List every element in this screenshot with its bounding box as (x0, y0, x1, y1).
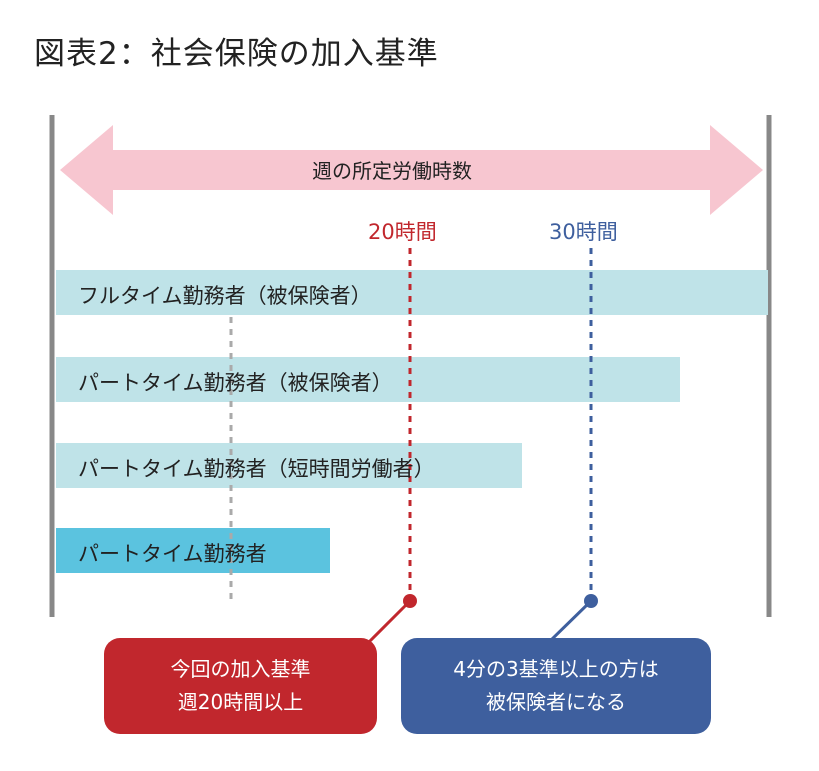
bar-label-parttime-short: パートタイム勤務者（短時間労働者） (78, 457, 435, 481)
arrow-label: 週の所定労働時数 (312, 159, 472, 183)
callout-30h-line2: 被保険者になる (486, 690, 626, 714)
bar-label-parttime: パートタイム勤務者 (78, 542, 267, 566)
callout-20h-line1: 今回の加入基準 (170, 657, 311, 681)
callout-30h: 4分の3基準以上の方は 被保険者になる (401, 638, 711, 734)
bar-parttime (56, 528, 330, 573)
connector-20h (366, 599, 412, 645)
page-title: 図表2：社会保険の加入基準 (34, 36, 439, 72)
bar-label-fulltime: フルタイム勤務者（被保険者） (78, 284, 372, 308)
callout-20h-line2: 週20時間以上 (177, 690, 304, 714)
bar-parttime-short (56, 443, 522, 488)
hours-double-arrow (60, 125, 763, 215)
callout-20h: 今回の加入基準 週20時間以上 (104, 638, 377, 734)
bar-parttime-insured (56, 357, 680, 402)
callout-30h-line1: 4分の3基準以上の方は (453, 657, 659, 681)
connector-30h (546, 599, 593, 645)
marker-label-20h: 20時間 (368, 220, 437, 244)
bar-fulltime (56, 270, 768, 315)
marker-label-30h: 30時間 (549, 220, 618, 244)
bar-label-parttime-insured: パートタイム勤務者（被保険者） (78, 371, 393, 395)
